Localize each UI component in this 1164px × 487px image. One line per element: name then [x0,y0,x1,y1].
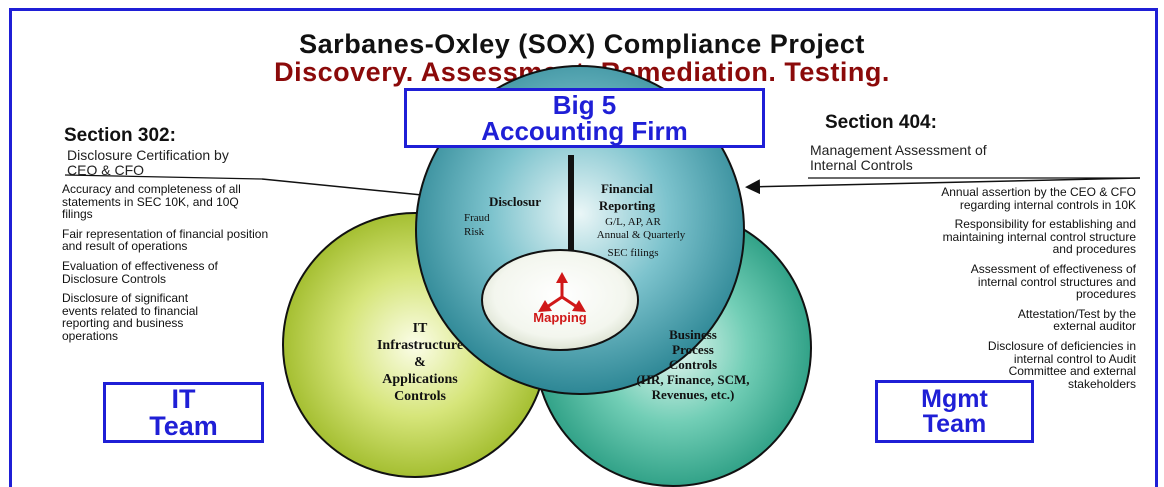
outer-frame [9,8,1158,487]
mgmt-team-box: Mgmt Team [875,380,1034,443]
section-404-arrow [745,177,1141,195]
gl-ap-ar-label: G/L, AP, AR [605,216,661,228]
it-team-box: IT Team [103,382,264,443]
section-404-item-3-line-1: Assessment of effectiveness of [970,261,1136,276]
mgmt-team-line-1: Mgmt [921,384,988,413]
section-302-item-2-line-2: and result of operations [62,239,188,254]
big5-line-1: Big 5 [552,90,617,120]
section-404-subheading-line-1: Management Assessment of [810,142,987,158]
section-404-item-1-line-1: Annual assertion by the CEO & CFO [941,185,1136,199]
section-302-item-1-line-2: statements in SEC 10K, and 10Q [62,194,239,209]
section-302-subheading-line-2: CEO & CFO [67,161,145,178]
section-302-item-1-line-1: Accuracy and completeness of all [62,182,241,196]
section-302-item: Fair representation of financial positio… [62,228,402,253]
section-404-subheading: Management Assessment of Internal Contro… [810,143,987,172]
it-circle-line-5: Controls [394,389,446,404]
section-302-item-4-line-3: reporting and business [62,316,184,331]
main-title: Sarbanes-Oxley (SOX) Compliance Project [299,29,865,59]
section-404-item-5-line-2: internal control to Audit [1013,351,1136,366]
section-404-item-2-line-1: Responsibility for establishing and [954,217,1136,232]
mgmt-team-line-2: Team [922,409,987,438]
section-302-item-1-line-3: filings [62,207,93,222]
disclosure-label: Disclosur [489,194,541,209]
it-circle-line-1: IT [413,321,428,336]
section-302-item-3-line-2: Disclosure Controls [62,271,167,286]
section-404-list: Annual assertion by the CEO & CFO regard… [790,186,1136,397]
section-404-item: Assessment of effectiveness of internal … [790,263,1136,301]
business-circle-line-4: (HR, Finance, SCM, [636,372,749,387]
fraud-label: Fraud [464,212,490,224]
section-404-item-4-line-1: Attestation/Test by the [1017,306,1136,321]
section-302-arrow [261,178,435,203]
section-404-item-5-line-3: Committee and external [1008,364,1136,379]
section-404-item-4-line-2: external auditor [1053,319,1136,334]
mapping-label: Mapping [533,310,586,325]
section-302-item: Disclosure of significant events related… [62,292,402,342]
section-404-item: Responsibility for establishing and main… [790,218,1136,256]
section-404-heading: Section 404: [825,112,937,133]
section-302-item: Accuracy and completeness of all stateme… [62,183,402,221]
section-302-item-4-line-2: events related to financial [62,303,199,318]
business-circle-line-3: Controls [669,357,717,372]
section-404-item-5-line-1: Disclosure of deficiencies in [987,338,1136,353]
section-302-list: Accuracy and completeness of all stateme… [62,183,402,350]
section-404-item-2-line-3: and procedures [1052,242,1136,257]
it-circle-line-3: & [414,355,426,370]
section-404-item: Disclosure of deficiencies in internal c… [790,340,1136,390]
section-404-item-3-line-3: procedures [1075,287,1136,302]
it-team-line-2: Team [149,410,218,441]
section-404-item-3-line-2: internal control structures and [977,274,1136,289]
reporting-label: Reporting [599,198,656,213]
business-circle-line-2: Process [672,342,714,357]
section-404-item-1-line-2: regarding internal controls in 10K [959,197,1136,212]
it-team-line-1: IT [171,383,196,414]
section-302-item-4-line-1: Disclosure of significant [62,291,189,306]
business-circle-line-5: Revenues, etc.) [652,387,735,402]
section-404-item: Attestation/Test by the external auditor [790,308,1136,333]
business-circle-line-1: Business [669,327,717,342]
section-302-item-2-line-1: Fair representation of financial positio… [62,226,269,241]
section-404-subheading-line-2: Internal Controls [810,156,913,173]
it-circle-line-2: Infrastructure [377,338,463,353]
section-302-subheading: Disclosure Certification by CEO & CFO [67,148,229,177]
big5-line-2: Accounting Firm [481,116,688,146]
sec-filings-label: SEC filings [607,247,658,259]
risk-label: Risk [464,226,485,238]
it-circle-line-4: Applications [382,372,458,387]
section-302-underline [64,174,263,180]
section-302-item: Evaluation of effectiveness of Disclosur… [62,260,402,285]
big5-accounting-firm-box: Big 5 Accounting Firm [404,88,765,148]
section-404-item-5-line-4: stakeholders [1067,376,1136,391]
section-404-item-2-line-2: maintaining internal control structure [942,229,1136,244]
mapping-arrows-icon [538,272,586,312]
section-302-item-4-line-4: operations [62,328,119,343]
section-302-item-3-line-1: Evaluation of effectiveness of [62,258,218,273]
annual-quarterly-label: Annual & Quarterly [597,229,686,241]
section-302-subheading-line-1: Disclosure Certification by [67,147,229,163]
section-302-heading: Section 302: [64,125,176,146]
section-404-item: Annual assertion by the CEO & CFO regard… [790,186,1136,211]
financial-label: Financial [601,181,653,196]
